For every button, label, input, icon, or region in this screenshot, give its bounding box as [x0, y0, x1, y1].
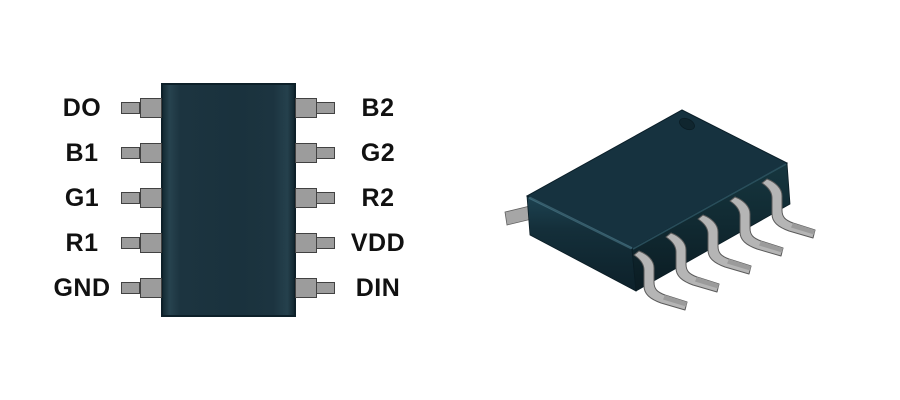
pin-g1-outer-segment — [121, 192, 140, 204]
pin-label-g2: G2 — [360, 139, 396, 167]
pinout-diagram: DO B2 B1 G2 G1 — [0, 83, 450, 317]
pin-row-1: DO B2 — [0, 94, 450, 122]
lead-1 — [633, 250, 688, 311]
pin-din-outer-segment — [316, 282, 335, 294]
pin-row-2: B1 G2 — [0, 139, 450, 167]
pin-gnd-outer-segment — [121, 282, 140, 294]
front-edge-line — [632, 163, 787, 250]
pin-r1-outer-segment — [121, 237, 140, 249]
pin-row-4: R1 VDD — [0, 229, 450, 257]
pin-label-vdd: VDD — [350, 229, 406, 257]
pin-g1-inner-segment — [140, 188, 162, 208]
pin-vdd-outer-segment — [316, 237, 335, 249]
pin-label-b2: B2 — [361, 94, 395, 122]
package-top-face — [525, 109, 789, 250]
pin-r2-inner-segment — [295, 188, 317, 208]
lead-2 — [665, 232, 720, 293]
pin-din-inner-segment — [295, 278, 317, 298]
top-face-bevel-highlight — [528, 196, 633, 250]
pin-vdd-inner-segment — [295, 233, 317, 253]
lead-4 — [729, 196, 784, 257]
soic-package-3d-view — [504, 109, 816, 311]
pin-label-b1: B1 — [65, 139, 99, 167]
pin-gnd-inner-segment — [140, 278, 162, 298]
pin-row-5: GND DIN — [0, 274, 450, 302]
pin-b1-outer-segment — [121, 147, 140, 159]
pin-do-outer-segment — [121, 102, 140, 114]
ic-body — [161, 83, 296, 317]
pin-label-do: DO — [62, 94, 102, 122]
pin-b1-inner-segment — [140, 143, 162, 163]
pin-row-3: G1 R2 — [0, 184, 450, 212]
gull-wing-leads — [633, 178, 816, 311]
lead-5 — [761, 178, 816, 239]
pin-label-g1: G1 — [64, 184, 100, 212]
pin-label-gnd: GND — [53, 274, 111, 302]
pin1-dimple-marker — [679, 117, 695, 131]
pin-g2-inner-segment — [295, 143, 317, 163]
pin-r2-outer-segment — [316, 192, 335, 204]
pin-label-r1: R1 — [65, 229, 99, 257]
pin-label-din: DIN — [355, 274, 401, 302]
pin-b2-inner-segment — [295, 98, 317, 118]
lead-3 — [697, 214, 752, 275]
pin-r1-inner-segment — [140, 233, 162, 253]
pin-do-inner-segment — [140, 98, 162, 118]
pin-label-r2: R2 — [361, 184, 395, 212]
pin-g2-outer-segment — [316, 147, 335, 159]
pin-b2-outer-segment — [316, 102, 335, 114]
